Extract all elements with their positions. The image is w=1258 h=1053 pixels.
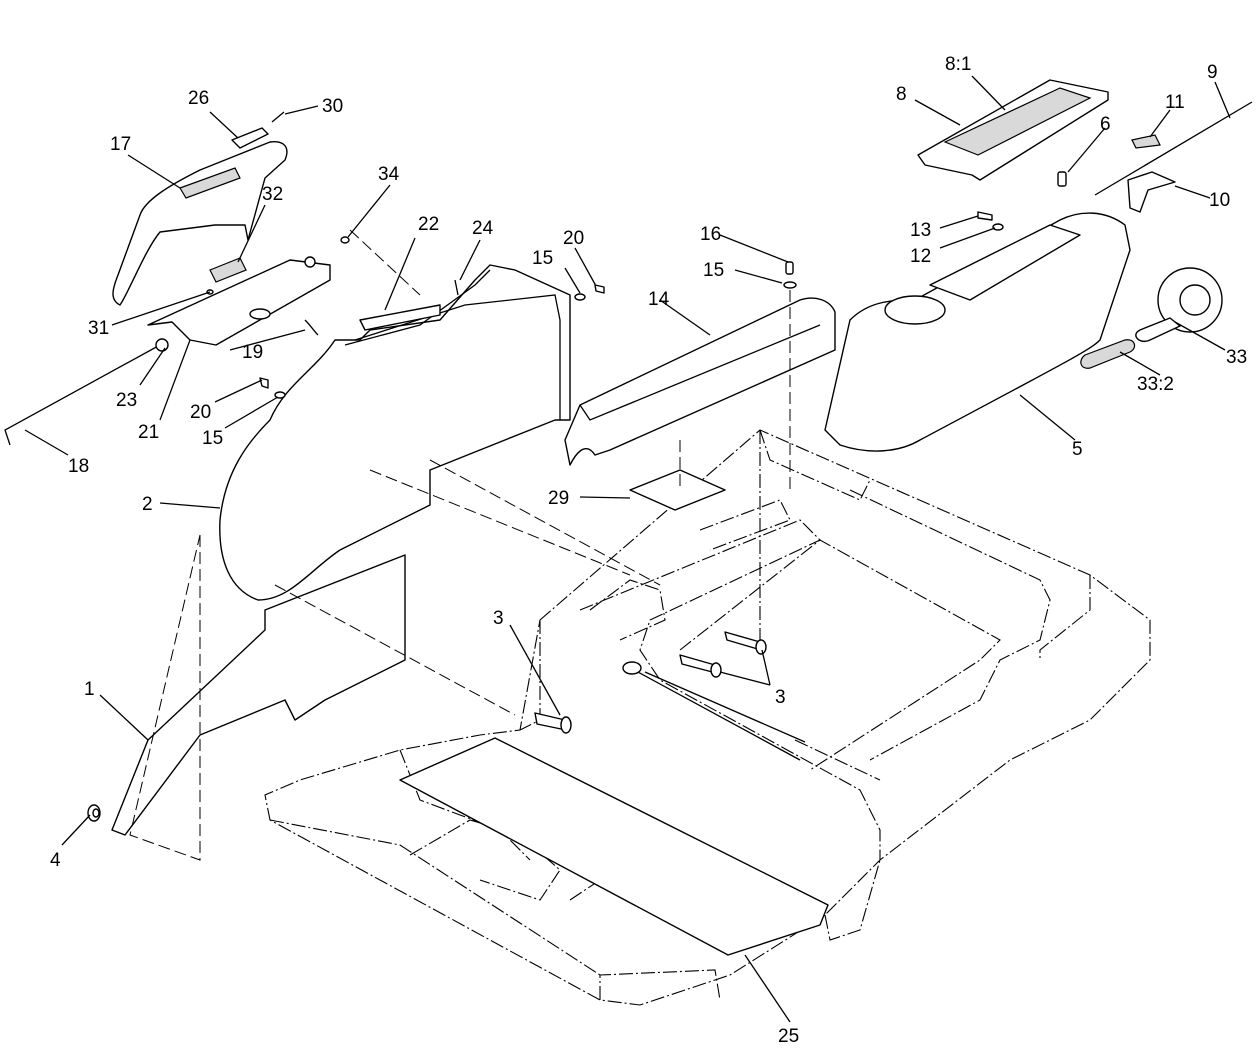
callout-9: 9 [1207, 62, 1218, 83]
chassis-frame [264, 429, 1151, 1006]
callout-15-a: 15 [532, 248, 553, 269]
right-console [824, 212, 1131, 452]
rod [1094, 101, 1253, 196]
callout-4: 4 [50, 850, 61, 871]
handle-insert [179, 167, 241, 199]
side-panel [111, 554, 406, 836]
latch [1131, 134, 1161, 149]
callout-19: 19 [242, 342, 263, 363]
small-hardware-left [155, 236, 797, 399]
callout-34: 34 [378, 164, 400, 185]
callout-leaders [24, 75, 1231, 1023]
callout-labels: 1 2 3 3 4 5 6 8 8:1 9 10 11 12 13 14 15 … [50, 54, 1247, 1047]
console-opening [929, 224, 1081, 301]
callout-25: 25 [778, 1026, 799, 1047]
callout-18: 18 [68, 456, 89, 477]
callout-3-left: 3 [493, 608, 504, 629]
callout-13: 13 [910, 220, 931, 241]
callout-8: 8 [896, 84, 907, 105]
wrench-tool [1080, 267, 1223, 369]
center-cover [564, 297, 836, 466]
pivot-bracket [209, 257, 247, 283]
callout-10: 10 [1209, 190, 1230, 211]
small-hardware-right [977, 171, 1067, 231]
handle-clip-hardware [231, 111, 285, 149]
center-cover-edge [579, 324, 821, 421]
callout-11: 11 [1165, 92, 1185, 113]
lid-pad [943, 87, 1092, 156]
cup-holder [884, 295, 946, 325]
callout-12: 12 [910, 246, 931, 267]
callout-14: 14 [648, 289, 670, 310]
floor-plate [399, 737, 829, 956]
callout-20-b: 20 [190, 402, 211, 423]
callout-2: 2 [142, 494, 153, 515]
callout-33: 33 [1226, 347, 1247, 368]
callout-21: 21 [138, 422, 159, 443]
decal [629, 469, 726, 511]
hinge-bracket [1127, 171, 1176, 213]
lever-rod [4, 344, 161, 446]
callout-3-right: 3 [775, 687, 786, 708]
callout-5: 5 [1072, 439, 1083, 460]
bracket [359, 304, 441, 331]
control-handle [112, 141, 288, 306]
carriage-bolts [534, 631, 767, 734]
callout-26: 26 [188, 88, 209, 109]
flange-nut [87, 804, 101, 822]
assembly-lines [274, 229, 791, 716]
left-fender-housing [219, 264, 571, 601]
callout-22: 22 [418, 214, 439, 235]
callout-15-c: 15 [202, 428, 223, 449]
mount-plate [147, 259, 331, 346]
callout-30: 30 [322, 96, 343, 117]
callout-32: 32 [262, 184, 283, 205]
callout-15-b: 15 [703, 260, 724, 281]
callout-23: 23 [116, 390, 137, 411]
crossbar-tube [622, 661, 806, 761]
plate-hole [249, 308, 271, 320]
callout-17: 17 [110, 134, 131, 155]
callout-20-a: 20 [563, 228, 584, 249]
callout-16: 16 [700, 224, 721, 245]
callout-6: 6 [1100, 114, 1111, 135]
callout-1: 1 [84, 679, 95, 700]
callout-33-2: 33:2 [1137, 374, 1174, 395]
callout-29: 29 [548, 488, 569, 509]
side-panel-hidden-edge [129, 534, 201, 861]
callout-24: 24 [472, 218, 494, 239]
callout-8-1: 8:1 [945, 54, 971, 75]
callout-31: 31 [88, 318, 109, 339]
